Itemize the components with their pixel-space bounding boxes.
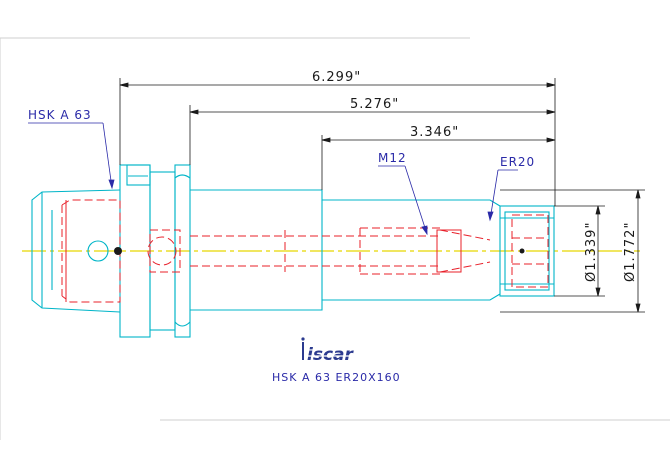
dim-flange-to-nose: 5.276" — [350, 97, 399, 112]
holder-outline — [31, 164, 555, 338]
brand-logo-text: iscar — [307, 345, 354, 365]
drawing-caption: HSK A 63 ER20X160 — [272, 371, 401, 384]
center-mark-right — [519, 248, 525, 254]
dimension-lines — [119, 78, 645, 313]
callout-thread: M12 — [378, 151, 407, 165]
callout-hsk: HSK A 63 — [28, 108, 92, 122]
callout-leaders — [28, 122, 518, 236]
brand-logo: iscar — [301, 337, 358, 365]
dim-nut-diameter: Ø1.772" — [623, 222, 638, 282]
center-mark-left — [114, 247, 122, 255]
hidden-lines — [61, 199, 549, 303]
dim-shank-length: 3.346" — [410, 125, 459, 140]
dim-overall-length: 6.299" — [312, 70, 361, 85]
drawing-frame — [0, 37, 670, 440]
hidden-solid — [65, 200, 462, 302]
callout-collet: ER20 — [500, 155, 535, 169]
dim-collet-diameter: Ø1.339" — [584, 222, 599, 282]
